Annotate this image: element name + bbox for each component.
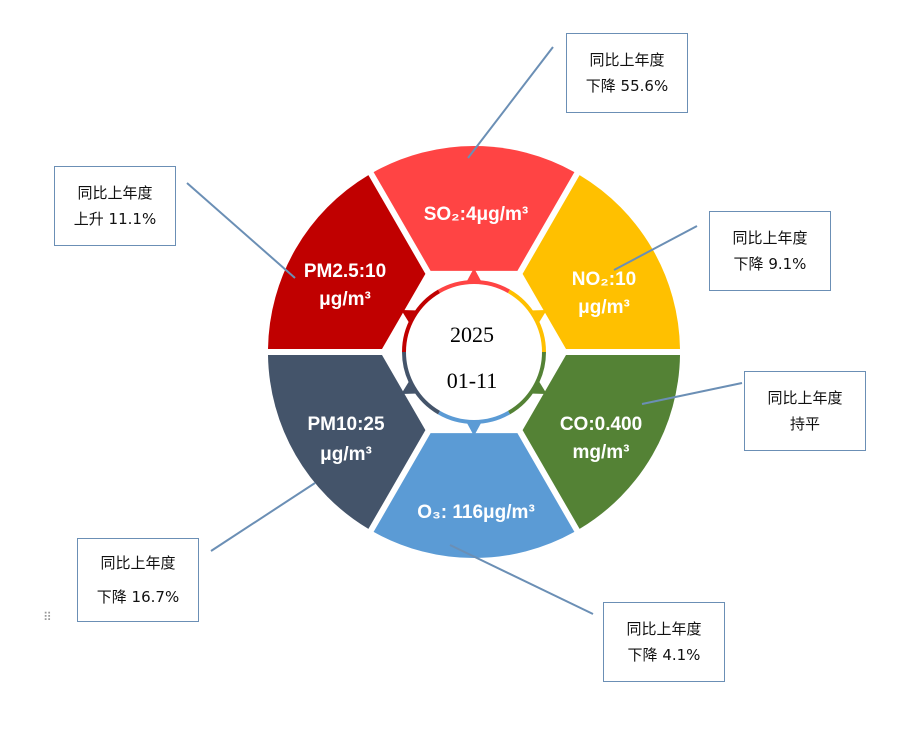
segment-co — [522, 355, 680, 529]
callout-pm25-change: 上升 11.1% — [73, 210, 157, 228]
marker-triangle-no2 — [529, 310, 547, 326]
callout-line-pm10 — [210, 482, 316, 552]
callout-so2: 同比上年度下降 55.6% — [566, 33, 688, 113]
segment-no2 — [522, 175, 680, 349]
center-date: 01-11 — [447, 368, 498, 393]
segment-label-no2-unit: μg/m³ — [578, 297, 630, 318]
callout-so2-title: 同比上年度 — [589, 51, 665, 69]
callout-co: 同比上年度持平 — [744, 371, 866, 451]
segment-label-co-unit: mg/m³ — [573, 442, 630, 463]
callout-no2: 同比上年度下降 9.1% — [709, 211, 831, 291]
callout-so2-change: 下降 55.6% — [585, 77, 669, 95]
callout-o3-change: 下降 4.1% — [627, 646, 701, 664]
marker-triangle-co — [529, 378, 547, 394]
drag-handle-icon[interactable]: ⠿ — [43, 610, 53, 624]
segment-label-pm10-unit: μg/m³ — [320, 444, 372, 465]
segment-label-co: CO:0.400 — [560, 414, 642, 435]
callout-line-no2 — [613, 225, 698, 271]
segment-label-so2: SO₂:4μg/m³ — [424, 204, 529, 225]
segment-label-o3: O₃: 116μg/m³ — [417, 502, 535, 523]
segment-pm10 — [268, 355, 426, 529]
segment-label-pm25: PM2.5:10 — [304, 261, 386, 282]
callout-pm25-title: 同比上年度 — [77, 184, 153, 202]
callout-no2-change: 下降 9.1% — [733, 255, 807, 273]
segment-pm25 — [268, 175, 426, 349]
segment-label-pm25-unit: μg/m³ — [319, 289, 371, 310]
callout-o3-title: 同比上年度 — [626, 620, 702, 638]
callout-line-o3 — [449, 544, 594, 615]
marker-triangle-o3 — [465, 420, 483, 436]
callout-pm10-title: 同比上年度 — [100, 554, 176, 572]
callout-co-change: 持平 — [789, 415, 820, 433]
marker-triangle-pm25 — [401, 310, 419, 326]
callout-line-pm25 — [186, 182, 296, 279]
callout-pm10-change: 下降 16.7% — [96, 588, 180, 606]
segment-label-no2: NO₂:10 — [572, 269, 636, 290]
callout-line-co — [641, 382, 743, 405]
callout-pm10: 同比上年度下降 16.7% — [77, 538, 199, 622]
segment-o3 — [373, 433, 575, 559]
marker-triangle-so2 — [465, 268, 483, 284]
callout-co-title: 同比上年度 — [767, 389, 843, 407]
callout-pm25: 同比上年度上升 11.1% — [54, 166, 176, 246]
callout-line-so2 — [467, 46, 554, 159]
callout-lines — [186, 46, 743, 615]
center-year: 2025 — [450, 322, 494, 347]
marker-triangle-pm10 — [401, 378, 419, 394]
callout-no2-title: 同比上年度 — [732, 229, 808, 247]
callout-o3: 同比上年度下降 4.1% — [603, 602, 725, 682]
segment-label-pm10: PM10:25 — [307, 414, 385, 435]
segment-so2 — [373, 145, 575, 271]
